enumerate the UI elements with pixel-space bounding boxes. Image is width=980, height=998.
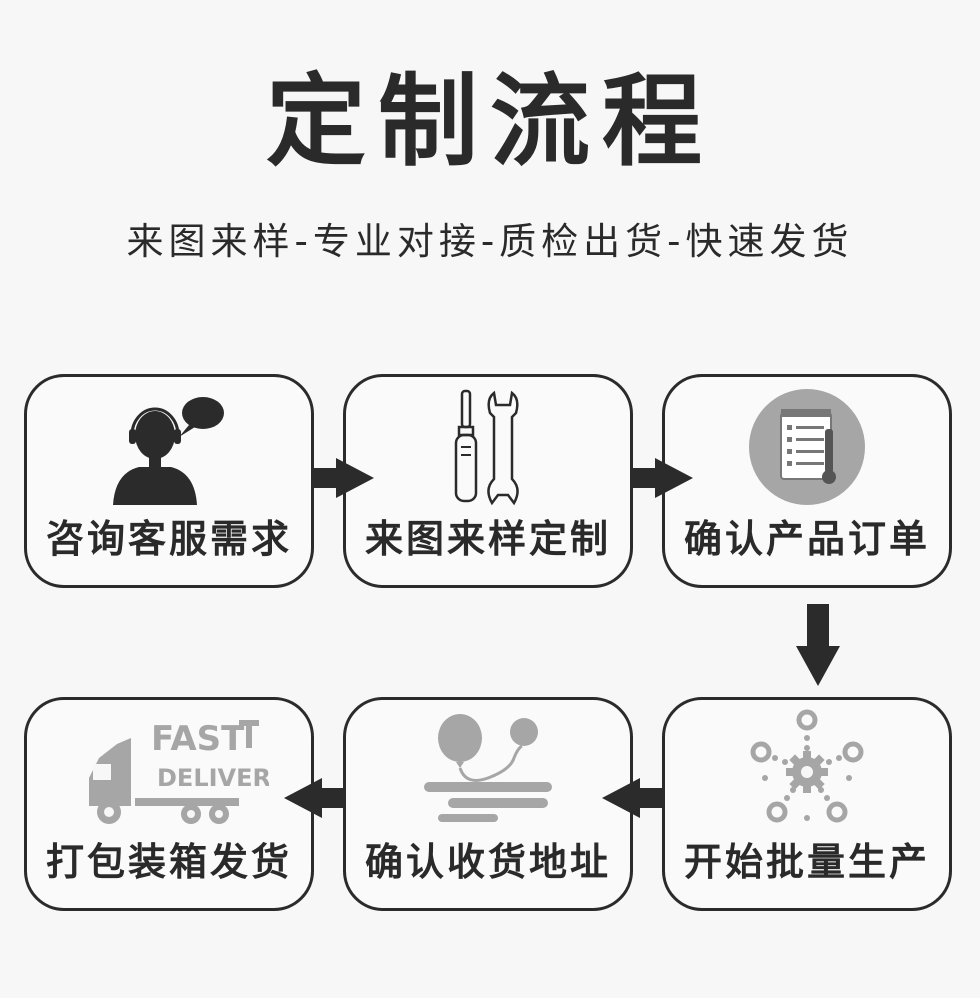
arrow-down-icon [796, 604, 840, 686]
arrow-right-icon [312, 458, 374, 498]
fast-delivery-truck-icon: FAST DELIVERY [27, 708, 311, 832]
arrow-right-icon [631, 458, 693, 498]
step-label: 来图来样定制 [364, 517, 611, 561]
delivery-text-fast: FAST [151, 719, 245, 759]
page-title: 定制流程 [266, 63, 714, 180]
customer-service-icon [27, 385, 311, 509]
tools-icon [346, 385, 630, 509]
step-label: 确认收货地址 [364, 840, 611, 884]
arrow-left-icon [284, 778, 346, 818]
production-gear-icon [665, 708, 949, 832]
step-label: 确认产品订单 [683, 517, 930, 561]
step-label: 开始批量生产 [683, 840, 930, 884]
step-confirm-address: 确认收货地址 [343, 697, 633, 911]
step-label: 打包装箱发货 [45, 840, 292, 884]
step-confirm-order: 确认产品订单 [662, 374, 952, 588]
arrow-left-icon [602, 778, 664, 818]
step-sample-custom: 来图来样定制 [343, 374, 633, 588]
step-pack-ship: FAST DELIVERY 打包装箱发货 [24, 697, 314, 911]
order-clipboard-icon [665, 385, 949, 509]
step-label: 咨询客服需求 [45, 517, 292, 561]
delivery-text-delivery: DELIVERY [157, 764, 269, 792]
step-mass-production: 开始批量生产 [662, 697, 952, 911]
page-subtitle: 来图来样-专业对接-质检出货-快速发货 [126, 220, 854, 263]
location-balloon-icon [346, 708, 630, 832]
step-consult: 咨询客服需求 [24, 374, 314, 588]
